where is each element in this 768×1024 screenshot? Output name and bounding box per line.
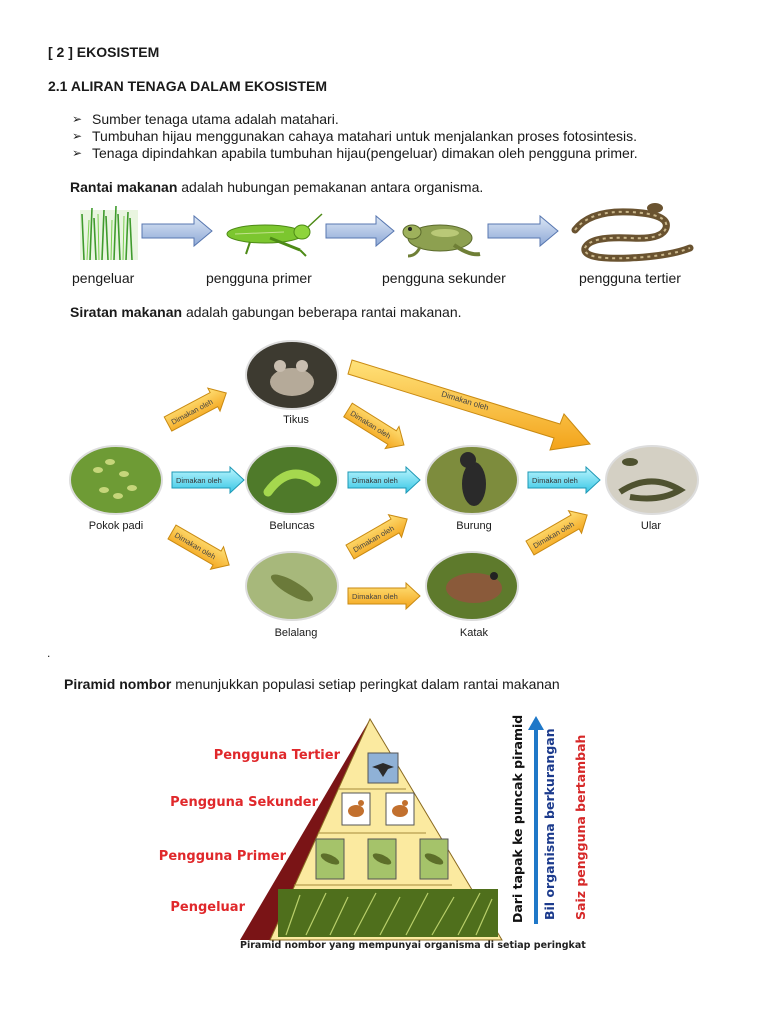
grasshopper-image	[367, 838, 397, 880]
siratan-definition: Siratan makanan adalah gabungan beberapa…	[70, 304, 462, 320]
vertical-text-tapak: Dari tapak ke puncak piramid	[510, 714, 525, 923]
piramid-definition: Piramid nombor menunjukkan populasi seti…	[64, 676, 560, 692]
label-padi: Pokok padi	[88, 520, 144, 532]
food-chain-illustration	[80, 203, 694, 262]
siratan-definition-text: adalah gabungan beberapa rantai makanan.	[182, 304, 462, 320]
piramid-term: Piramid nombor	[64, 676, 172, 692]
chain-arrow	[487, 214, 559, 248]
frog-image	[402, 224, 481, 258]
grasshopper-image	[315, 838, 345, 880]
grasshopper-image	[226, 213, 323, 257]
chain-label-primer: pengguna primer	[206, 270, 312, 286]
vertical-text-bil: Bil organisma berkurangan	[542, 728, 557, 920]
label-belalang: Belalang	[274, 627, 318, 639]
bullet-list: Sumber tenaga utama adalah matahari. Tum…	[72, 111, 638, 162]
label-tikus: Tikus	[283, 414, 309, 426]
grass-base-image	[278, 889, 498, 937]
web-arrow-belalang-katak: Dimakan oleh	[347, 581, 421, 611]
snake-image	[571, 203, 694, 262]
padi-image	[69, 445, 163, 515]
level-primer: Pengguna Primer	[158, 849, 286, 864]
web-arrow-padi-tikus: Dimakan oleh	[163, 387, 227, 432]
piramid-definition-text: menunjukkan populasi setiap peringkat da…	[171, 676, 560, 692]
grasshopper-image	[419, 838, 449, 880]
vertical-text-saiz: Saiz pengguna bertambah	[573, 734, 588, 920]
chicken-image	[341, 792, 371, 826]
arrow-label: Dimakan oleh	[532, 476, 578, 485]
level-pengeluar: Pengeluar	[170, 900, 245, 915]
arrow-label: Dimakan oleh	[352, 476, 398, 485]
chain-arrow	[141, 214, 213, 248]
ular-image	[605, 445, 699, 515]
subsection-title: 2.1 ALIRAN TENAGA DALAM EKOSISTEM	[48, 78, 327, 94]
rantai-definition: Rantai makanan adalah hubungan pemakanan…	[70, 179, 483, 195]
web-arrow-tikus-burung: Dimakan oleh	[343, 402, 405, 450]
label-beluncas: Beluncas	[269, 520, 315, 532]
pyramid-side	[240, 719, 370, 940]
label-ular: Ular	[640, 520, 662, 532]
burung-image	[425, 445, 519, 515]
siratan-term: Siratan makanan	[70, 304, 183, 320]
level-sekunder: Pengguna Sekunder	[170, 795, 318, 810]
bullet-item: Tenaga dipindahkan apabila tumbuhan hija…	[72, 145, 638, 162]
web-arrow-beluncas-burung: Dimakan oleh	[347, 465, 421, 495]
number-pyramid	[240, 717, 503, 941]
bullet-item: Sumber tenaga utama adalah matahari.	[72, 111, 638, 128]
chain-label-pengeluar: pengeluar	[72, 270, 135, 286]
tikus-image	[245, 340, 339, 410]
belalang-image	[245, 551, 339, 621]
web-arrow-burung-ular: Dimakan oleh	[527, 465, 601, 495]
level-tertier: Pengguna Tertier	[213, 748, 340, 763]
grass-image	[80, 205, 138, 261]
chain-label-tertier: pengguna tertier	[579, 270, 681, 286]
eagle-image	[367, 752, 399, 784]
rantai-definition-text: adalah hubungan pemakanan antara organis…	[177, 179, 484, 195]
rantai-term: Rantai makanan	[70, 179, 178, 195]
stray-dot: .	[47, 646, 51, 660]
chicken-image	[385, 792, 415, 826]
web-arrow-katak-ular: Dimakan oleh	[525, 509, 588, 556]
label-katak: Katak	[459, 627, 489, 639]
katak-image	[425, 551, 519, 621]
arrow-label: Dimakan oleh	[176, 476, 222, 485]
chain-label-sekunder: pengguna sekunder	[382, 270, 506, 286]
bullet-item: Tumbuhan hijau menggunakan cahaya mataha…	[72, 128, 638, 145]
web-arrow-belalang-burung: Dimakan oleh	[345, 513, 408, 560]
beluncas-image	[245, 445, 339, 515]
food-web-diagram: Dimakan oleh Dimakan oleh Dimakan oleh D…	[69, 340, 699, 621]
upward-arrow	[528, 716, 544, 924]
section-title: [ 2 ] EKOSISTEM	[48, 44, 160, 60]
chain-arrow	[325, 214, 395, 248]
web-arrow-padi-beluncas: Dimakan oleh	[171, 465, 245, 495]
pyramid-caption: Piramid nombor yang mempunyai organisma …	[240, 940, 586, 951]
label-burung: Burung	[456, 520, 492, 532]
arrow-label: Dimakan oleh	[352, 592, 398, 601]
web-arrow-padi-belalang: Dimakan oleh	[167, 524, 230, 571]
